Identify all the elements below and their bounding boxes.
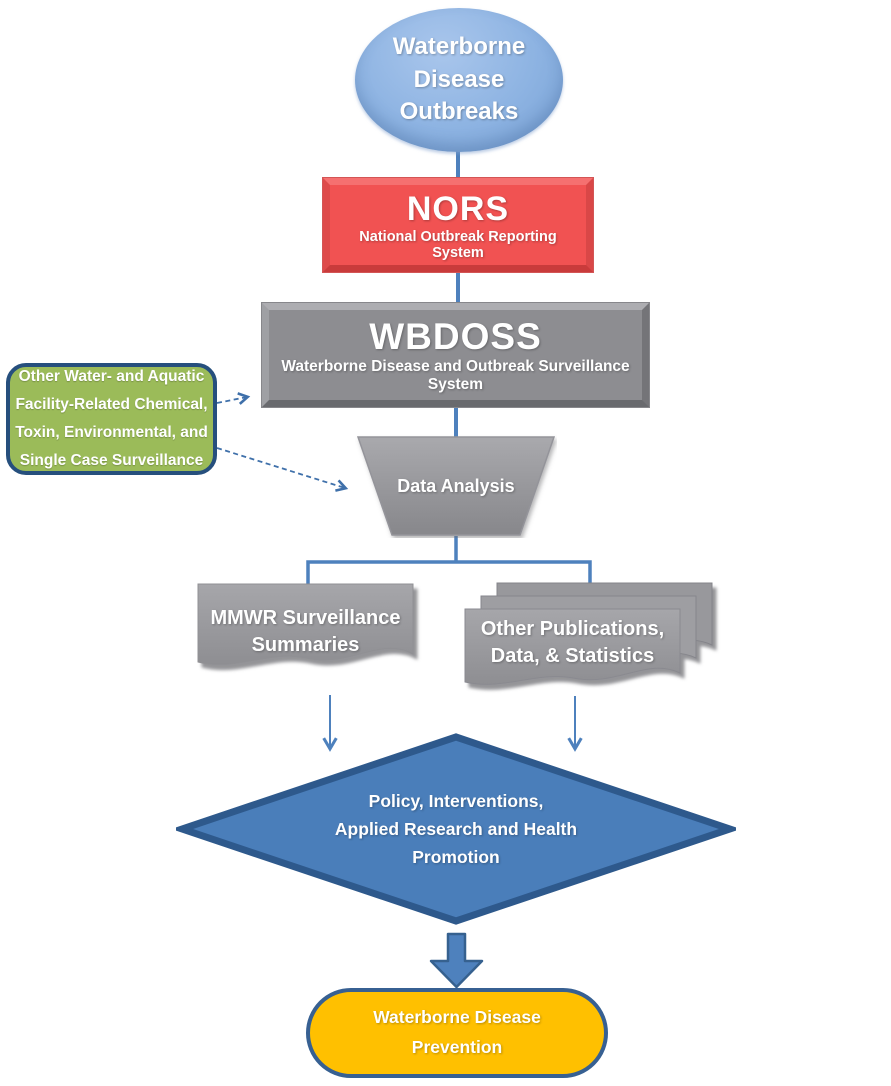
document-shape	[197, 583, 414, 666]
connector-analysis-branch	[306, 536, 592, 591]
nors-full-name: National Outbreak Reporting System	[359, 229, 557, 261]
dashed-arrow-surveillance-analysis	[216, 447, 349, 492]
other-surveillance-label: Other Water- and Aquatic Facility-Relate…	[15, 368, 208, 469]
node-mmwr-summaries: MMWR Surveillance Summaries	[195, 581, 427, 699]
other-publications-label: Other Publications, Data, & Statistics	[480, 618, 665, 667]
node-wbdoss: WBDOSS Waterborne Disease and Outbreak S…	[262, 303, 649, 407]
node-nors: NORS National Outbreak Reporting System	[323, 178, 593, 272]
block-arrow-policy-prevention	[429, 932, 484, 989]
node-prevention: Waterborne Disease Prevention	[306, 988, 608, 1078]
node-policy: Policy, Interventions, Applied Research …	[171, 731, 741, 927]
wbdoss-full-name: Waterborne Disease and Outbreak Surveill…	[281, 358, 630, 393]
node-other-publications: Other Publications, Data, & Statistics	[448, 578, 733, 710]
mmwr-label: MMWR Surveillance Summaries	[210, 607, 401, 656]
wbdoss-acronym: WBDOSS	[369, 316, 542, 357]
node-other-surveillance: Other Water- and Aquatic Facility-Relate…	[6, 363, 217, 475]
node-data-analysis: Data Analysis	[355, 434, 557, 538]
node-waterborne-disease-outbreaks: Waterborne Disease Outbreaks	[355, 8, 563, 152]
policy-label: Policy, Interventions, Applied Research …	[334, 791, 578, 867]
dashed-arrow-surveillance-wbdoss	[216, 392, 251, 405]
data-analysis-label: Data Analysis	[397, 475, 515, 496]
prevention-label: Waterborne Disease Prevention	[373, 1007, 541, 1057]
multidocument-shape	[464, 582, 713, 685]
outbreaks-label: Waterborne Disease Outbreaks	[392, 33, 526, 126]
trapezoid-shape	[356, 436, 556, 536]
diamond-shape	[171, 733, 741, 925]
nors-acronym: NORS	[406, 190, 510, 228]
